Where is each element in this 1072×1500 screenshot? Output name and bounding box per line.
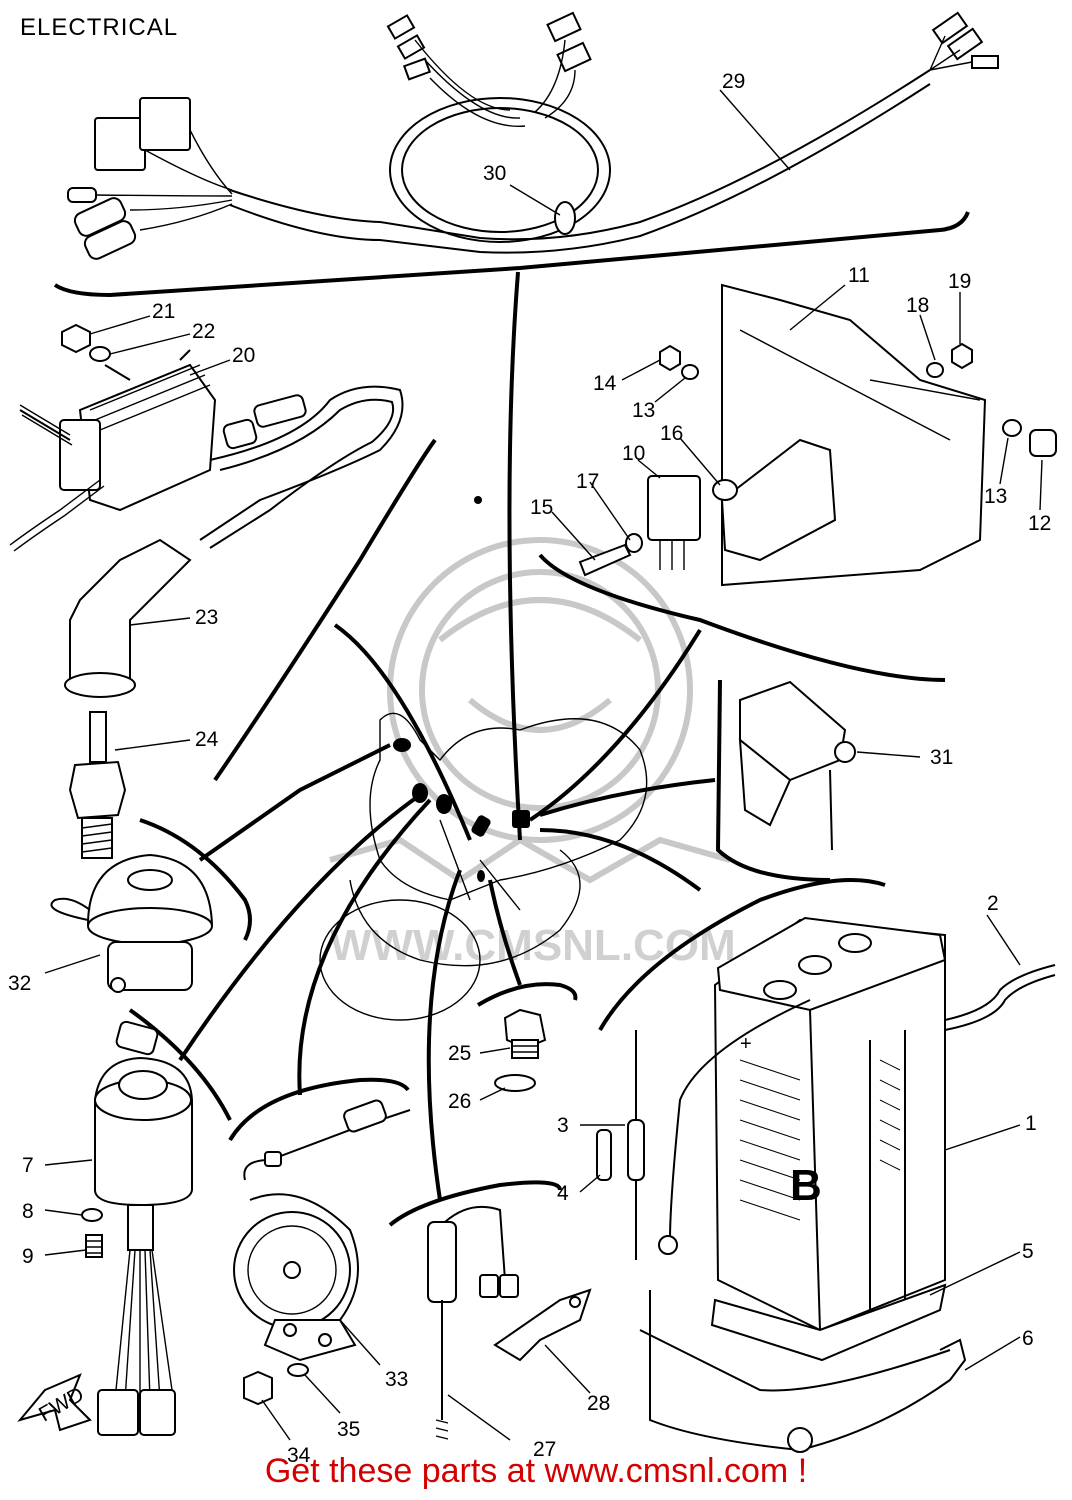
callout-24: 24	[195, 728, 219, 751]
battery: + B	[596, 916, 1056, 1453]
callout-30: 30	[483, 162, 506, 185]
page-title: ELECTRICAL	[20, 14, 179, 41]
callout-13a: 13	[632, 399, 655, 422]
regulator-bracket	[578, 283, 1057, 587]
callout-10: 10	[622, 442, 645, 465]
callout-5: 5	[1022, 1240, 1034, 1263]
callout-20: 20	[232, 344, 255, 367]
motorcycle-outline	[319, 712, 648, 1021]
callout-32: 32	[8, 972, 31, 995]
relay	[738, 680, 856, 851]
pointer-lines	[178, 271, 716, 1201]
callout-31: 31	[930, 746, 953, 769]
callout-16: 16	[660, 422, 683, 445]
callout-11: 11	[848, 264, 870, 287]
callout-14: 14	[593, 372, 617, 395]
horn	[50, 853, 214, 993]
callout-35: 35	[337, 1418, 360, 1441]
sensor-unit	[427, 1206, 592, 1440]
callout-13b: 13	[984, 485, 1007, 508]
callout-28: 28	[587, 1392, 610, 1415]
callout-4: 4	[557, 1182, 569, 1205]
callout-33: 33	[385, 1368, 408, 1391]
callout-29: 29	[722, 70, 745, 93]
callout-numbers: 29 30 21 22 20 11 18 19 14 13 16 10 17 1…	[8, 70, 1051, 1467]
callout-1: 1	[1025, 1112, 1037, 1135]
spark-plug	[68, 711, 127, 859]
callout-22: 22	[192, 320, 215, 343]
callout-7: 7	[22, 1154, 34, 1177]
callout-15: 15	[530, 496, 553, 519]
group-brackets	[128, 438, 946, 1227]
callout-23: 23	[195, 606, 218, 629]
callout-9: 9	[22, 1245, 34, 1268]
callout-19: 19	[948, 270, 971, 293]
callout-18: 18	[906, 294, 929, 317]
callout-26: 26	[448, 1090, 471, 1113]
horn-lower	[233, 1099, 411, 1406]
leader-lines	[44, 89, 1043, 1441]
callout-25: 25	[448, 1042, 471, 1065]
callout-8: 8	[22, 1200, 34, 1223]
callout-6: 6	[1022, 1327, 1034, 1350]
watermark-logo: WWW.CMSNL.COM	[329, 537, 736, 970]
callout-17: 17	[576, 470, 599, 493]
fwd-label: FWD	[35, 1383, 88, 1427]
callout-21: 21	[152, 300, 175, 323]
neutral-switch	[494, 1008, 547, 1092]
watermark-text: WWW.CMSNL.COM	[330, 921, 736, 970]
callout-3: 3	[557, 1114, 569, 1137]
spark-plug-cap	[64, 385, 404, 698]
ignition-coil	[9, 323, 217, 552]
callout-12: 12	[1028, 512, 1051, 535]
callout-34: 34	[287, 1444, 311, 1467]
battery-plus-mark: +	[740, 1033, 752, 1055]
battery-b-mark: B	[790, 1161, 822, 1210]
callout-27: 27	[533, 1438, 556, 1461]
wire-harness	[53, 11, 999, 298]
footer-banner[interactable]: Get these parts at www.cmsnl.com !	[264, 1452, 808, 1490]
main-switch: FWD	[17, 1020, 193, 1436]
callout-2: 2	[987, 892, 999, 915]
